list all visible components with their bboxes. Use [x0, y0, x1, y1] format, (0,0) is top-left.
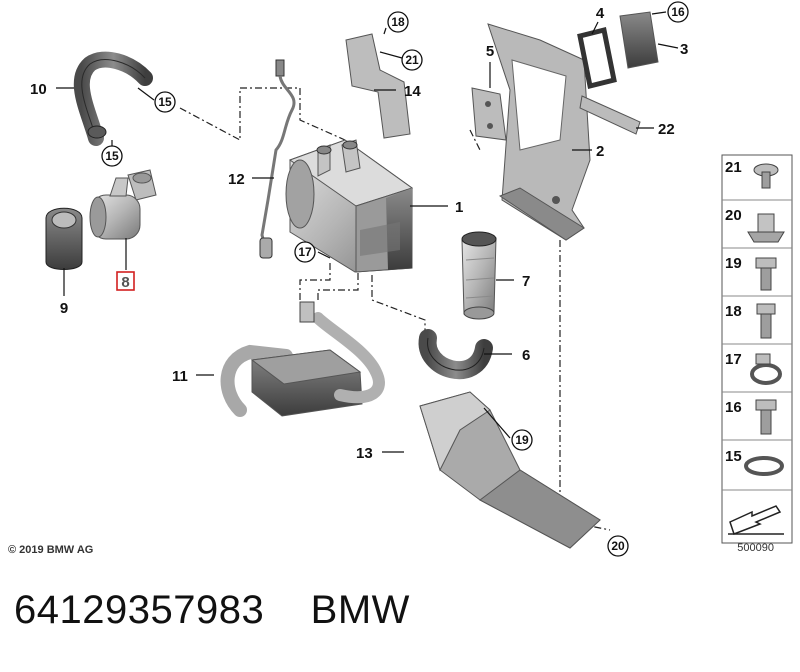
callout-18: 18 [391, 15, 405, 29]
legend-item-16: 16 [725, 399, 742, 416]
screw-21-icon [753, 163, 779, 189]
part-number: 64129357983 [14, 588, 265, 632]
callout-4: 4 [596, 5, 605, 22]
callout-15-upper: 15 [158, 95, 172, 109]
diagram-code: 500090 [737, 542, 774, 554]
brand-name: BMW [310, 588, 410, 632]
callout-13: 13 [356, 445, 373, 462]
callout-6: 6 [522, 347, 530, 364]
callout-5: 5 [486, 43, 494, 60]
silencer-cartridge [461, 231, 497, 320]
legend-item-18: 18 [725, 303, 742, 320]
callout-2: 2 [596, 143, 604, 160]
cover-plate [619, 11, 659, 69]
clamp-17-icon [750, 353, 782, 385]
callout-22: 22 [658, 121, 675, 138]
coolant-hose-upper [73, 51, 153, 146]
callout-16: 16 [671, 5, 685, 19]
bolt-18-icon [756, 303, 776, 339]
legend-item-21: 21 [725, 159, 742, 176]
arrow-symbol-icon [728, 505, 784, 535]
coolant-pump [89, 169, 157, 240]
gasket [577, 26, 617, 90]
callout-21: 21 [405, 53, 419, 67]
callout-9: 9 [60, 300, 68, 317]
auxiliary-heater [285, 139, 414, 273]
bolt-19-icon [755, 257, 777, 291]
callout-labels: 10 15 15 8 9 12 1 7 6 11 13 17 14 18 21 … [30, 1, 689, 557]
callout-14: 14 [404, 83, 421, 100]
bracket-plate [471, 87, 507, 141]
legend-item-19: 19 [725, 255, 742, 272]
highlight-box [116, 271, 135, 291]
callout-17: 17 [298, 245, 312, 259]
pump-rubber-mount [45, 207, 83, 270]
legend-item-15: 15 [725, 448, 742, 465]
callout-20: 20 [611, 539, 625, 553]
sensor-cable [259, 59, 296, 259]
callout-11: 11 [172, 368, 188, 385]
mounting-bracket-lower [419, 391, 601, 549]
legend-item-20: 20 [725, 207, 742, 224]
mounting-bracket-main [487, 23, 591, 241]
clamp-15-icon [744, 456, 784, 476]
callout-3: 3 [680, 41, 688, 58]
u-hose [418, 329, 493, 380]
callout-10: 10 [30, 81, 47, 98]
callout-12: 12 [228, 171, 245, 188]
support-bracket [345, 33, 411, 139]
leader-lines [56, 11, 679, 453]
exhaust-muffler [220, 301, 385, 417]
nut-20-icon [747, 213, 785, 243]
part-caption: 64129357983 BMW [14, 588, 410, 633]
strap-bracket [579, 95, 641, 135]
callout-8-highlighted: 8 [121, 274, 129, 291]
callout-1: 1 [455, 199, 463, 216]
bolt-16-icon [755, 399, 777, 435]
callout-7: 7 [522, 273, 530, 290]
fastener-legend: 21 20 19 18 17 16 15 [721, 154, 793, 554]
copyright: © 2019 BMW AG [8, 544, 93, 556]
legend-item-17: 17 [725, 351, 742, 368]
callout-15-lower: 15 [105, 149, 119, 163]
callout-19: 19 [515, 433, 529, 447]
